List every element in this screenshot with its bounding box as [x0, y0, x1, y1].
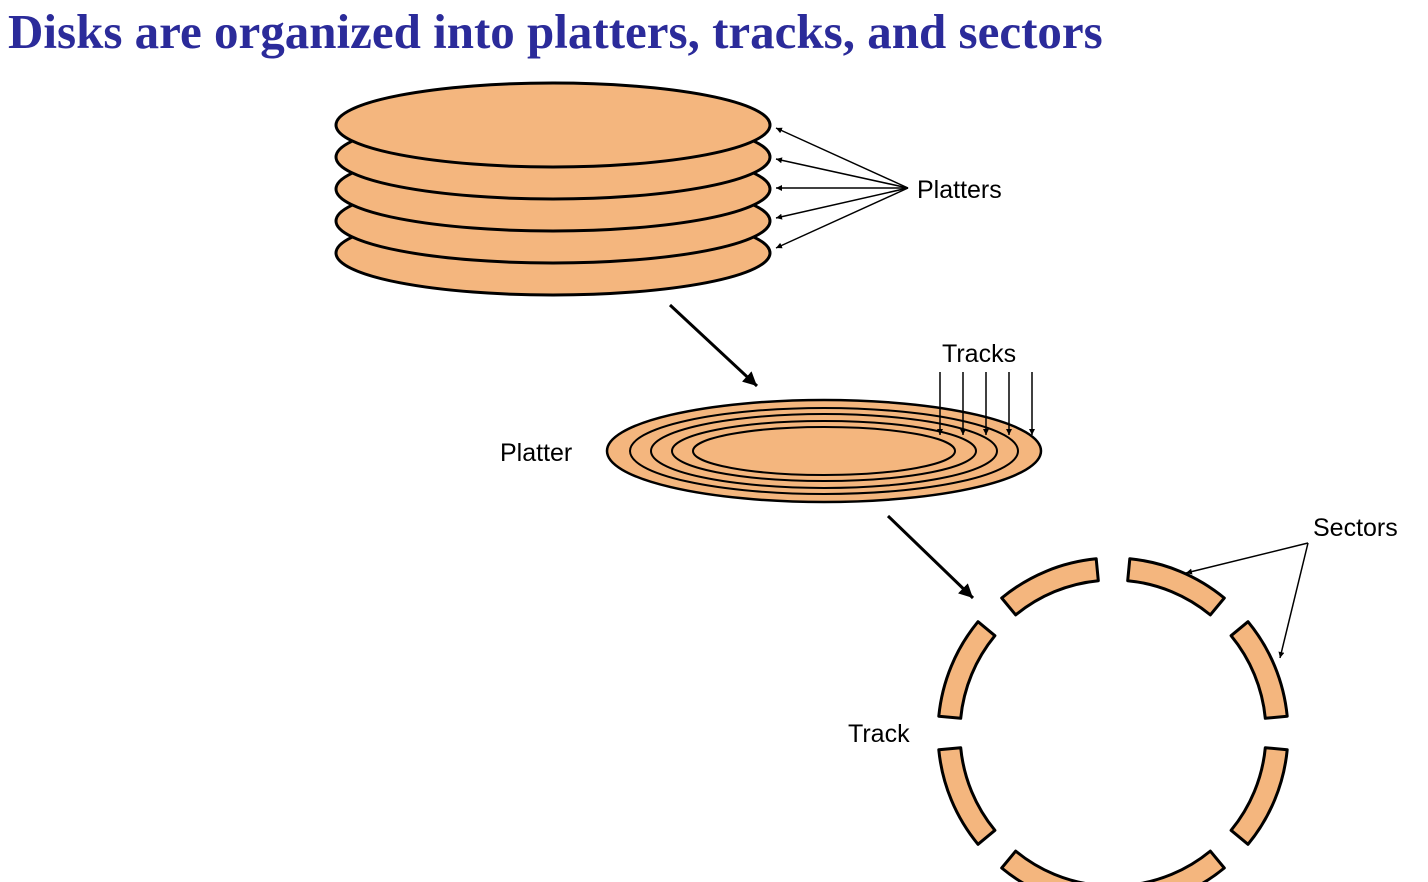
tracks-arrows	[937, 372, 1035, 435]
platter-label: Platter	[500, 439, 572, 467]
sector-segment	[937, 620, 997, 720]
platter-to-track-arrow	[886, 514, 975, 600]
sector-segment	[1229, 746, 1289, 846]
sector-segment	[1140, 849, 1226, 882]
sector-segment	[1126, 557, 1226, 617]
track-ring	[692, 426, 956, 476]
track-label: Track	[848, 720, 910, 748]
sector-segment	[937, 746, 997, 846]
track-sectors	[937, 557, 1289, 882]
platters-label: Platters	[917, 176, 1002, 204]
stack-to-platter-arrow	[668, 303, 759, 388]
slide-title: Disks are organized into platters, track…	[8, 4, 1103, 59]
platter-disk	[334, 81, 772, 169]
platter-stack	[334, 81, 772, 297]
sector-segment	[1000, 557, 1100, 617]
platters-arrows	[775, 127, 909, 249]
sectors-arrows	[1185, 542, 1309, 659]
sector-segment	[1229, 620, 1289, 720]
platter-with-tracks	[605, 398, 1043, 504]
sectors-label: Sectors	[1313, 514, 1398, 542]
sector-segment	[1000, 849, 1086, 882]
tracks-label: Tracks	[942, 340, 1016, 368]
